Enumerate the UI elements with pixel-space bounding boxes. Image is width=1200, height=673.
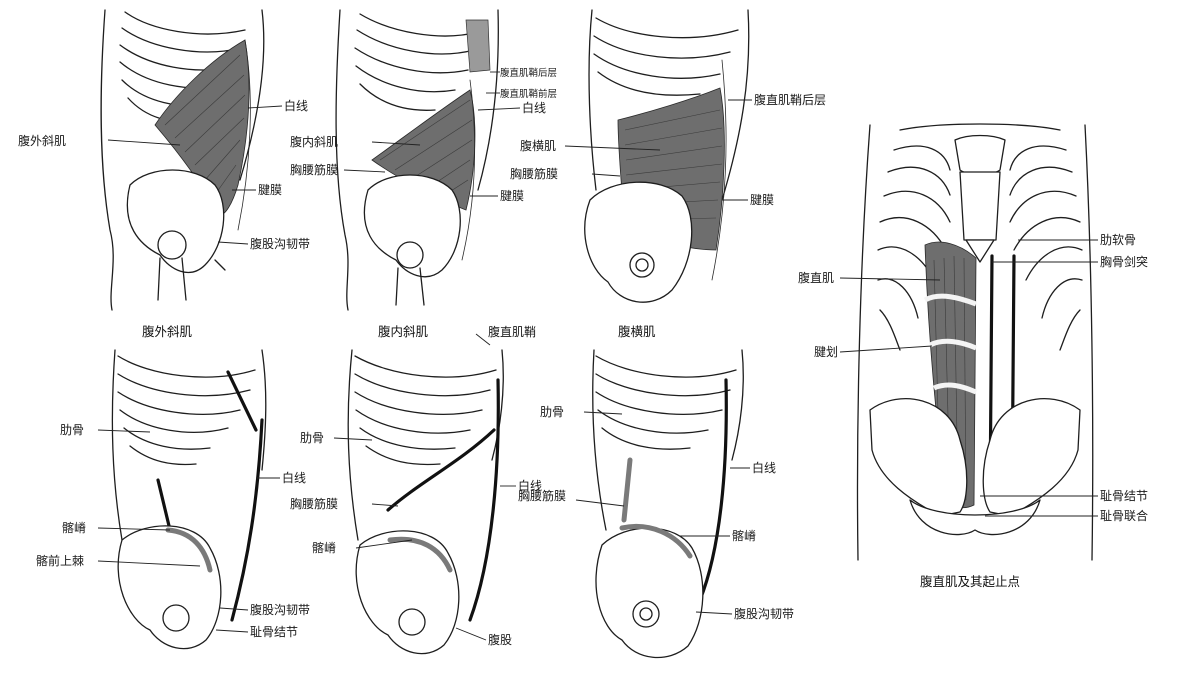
panel-landmarks-2: 腹直肌鞘 肋骨 胸腰筋膜 髂嵴 白线 腹股 xyxy=(290,325,542,655)
label-internal-oblique: 腹内斜肌 xyxy=(290,135,338,149)
label-inguinal-ligament: 腹股沟韧带 xyxy=(250,603,310,617)
panel-transversus: 腹直肌鞘后层 腹横肌 胸腰筋膜 腱膜 腹横肌 xyxy=(510,9,826,339)
label-xiphoid: 胸骨剑突 xyxy=(1100,254,1148,269)
sternum xyxy=(954,134,1006,176)
rib-to-crest-line xyxy=(156,478,172,532)
label-inguinal-ligament: 腹股沟韧带 xyxy=(734,607,794,621)
label-aponeurosis: 腱膜 xyxy=(258,183,282,197)
label-linea-alba: 白线 xyxy=(282,470,306,485)
label-inguinal: 腹股 xyxy=(488,633,512,647)
panel-landmarks-3: 肋骨 白线 胸腰筋膜 髂嵴 腹股沟韧带 xyxy=(518,349,794,659)
label-external-oblique: 腹外斜肌 xyxy=(18,134,66,148)
tendinous-intersections xyxy=(923,293,977,395)
label-aponeurosis: 腱膜 xyxy=(500,189,524,203)
label-iliac-crest: 髂嵴 xyxy=(312,540,336,555)
rib-cage xyxy=(877,123,1083,351)
label-linea-alba: 白线 xyxy=(522,100,546,115)
pelvis xyxy=(355,530,460,655)
label-rib: 肋骨 xyxy=(60,422,84,437)
femoral-head xyxy=(396,241,424,269)
label-rib: 肋骨 xyxy=(300,430,324,445)
label-thoracolumbar-fascia: 胸腰筋膜 xyxy=(290,496,338,511)
femoral-head xyxy=(398,608,426,636)
ribs xyxy=(117,355,256,466)
label-linea-alba: 白线 xyxy=(752,460,776,475)
label-asis: 髂前上棘 xyxy=(36,553,84,568)
linea-alba-line xyxy=(698,378,728,602)
rectus-sheath-strip xyxy=(465,19,491,73)
label-sheath-anterior: 腹直肌鞘前层 xyxy=(500,88,557,100)
caption-rectus-abdominis: 腹直肌及其起止点 xyxy=(920,574,1020,589)
label-sheath-posterior: 腹直肌鞘后层 xyxy=(754,93,826,107)
caption-internal-oblique: 腹内斜肌 xyxy=(378,324,429,339)
femoral-head xyxy=(629,252,655,278)
label-rectus-abdominis: 腹直肌 xyxy=(798,271,834,285)
tlf-line xyxy=(386,428,496,512)
caption-transversus: 腹横肌 xyxy=(618,324,656,339)
label-costal-cartilage: 肋软骨 xyxy=(1100,232,1136,247)
label-linea-alba: 白线 xyxy=(518,478,542,493)
label-rib: 肋骨 xyxy=(540,404,564,419)
ribs xyxy=(593,17,739,96)
tlf-band xyxy=(621,457,633,523)
pelvis xyxy=(117,525,222,650)
label-linea-alba: 白线 xyxy=(284,98,308,113)
label-iliac-crest: 髂嵴 xyxy=(62,520,86,535)
label-thoracolumbar-fascia: 胸腰筋膜 xyxy=(518,488,566,503)
ribs xyxy=(595,355,737,450)
ribs xyxy=(354,355,497,466)
femoral-head xyxy=(162,604,190,632)
label-inguinal-ligament: 腹股沟韧带 xyxy=(250,237,310,251)
pelvis xyxy=(126,169,225,274)
label-pubic-tubercle: 耻骨结节 xyxy=(1100,489,1148,503)
panel-rectus-abdominis: 肋软骨 胸骨剑突 腹直肌 腱划 耻骨结节 耻骨联合 腹直肌及其起止点 xyxy=(798,123,1148,589)
pelvis xyxy=(869,398,968,517)
label-tendinous-intersection: 腱划 xyxy=(814,345,838,359)
label-aponeurosis: 腱膜 xyxy=(750,193,774,207)
panel-external-oblique: 腹外斜肌 白线 腱膜 腹股沟韧带 腹外斜肌 xyxy=(18,9,310,339)
label-rectus-sheath: 腹直肌鞘 xyxy=(488,325,536,339)
pelvis xyxy=(584,181,693,303)
label-sheath-posterior: 腹直肌鞘后层 xyxy=(500,67,557,79)
label-iliac-crest: 髂嵴 xyxy=(732,528,756,543)
label-pubic-symphysis: 耻骨联合 xyxy=(1100,508,1148,523)
femoral-head xyxy=(632,600,660,628)
panel-internal-oblique: 腹直肌鞘后层 腹直肌鞘前层 白线 腹内斜肌 胸腰筋膜 腱膜 腹内斜肌 xyxy=(290,9,557,339)
external-oblique-line xyxy=(226,370,258,432)
pubis xyxy=(909,499,1041,536)
label-thoracolumbar-fascia: 胸腰筋膜 xyxy=(510,166,558,181)
label-transversus: 腹横肌 xyxy=(520,139,556,153)
panel-landmarks-1: 肋骨 白线 髂嵴 髂前上棘 腹股沟韧带 耻骨结节 xyxy=(36,349,310,650)
sternum-body xyxy=(959,171,1001,241)
pelvis xyxy=(595,527,704,659)
femoral-head xyxy=(157,230,187,260)
linea-alba-line xyxy=(468,378,500,622)
linea-alba-line xyxy=(230,418,264,622)
xiphoid xyxy=(965,239,995,263)
ribs xyxy=(354,13,479,111)
pelvis-right xyxy=(982,398,1081,517)
pelvis xyxy=(363,174,461,278)
label-pubic-tubercle: 耻骨结节 xyxy=(250,625,298,639)
label-thoracolumbar-fascia: 胸腰筋膜 xyxy=(290,162,338,177)
caption-external-oblique: 腹外斜肌 xyxy=(142,324,193,339)
